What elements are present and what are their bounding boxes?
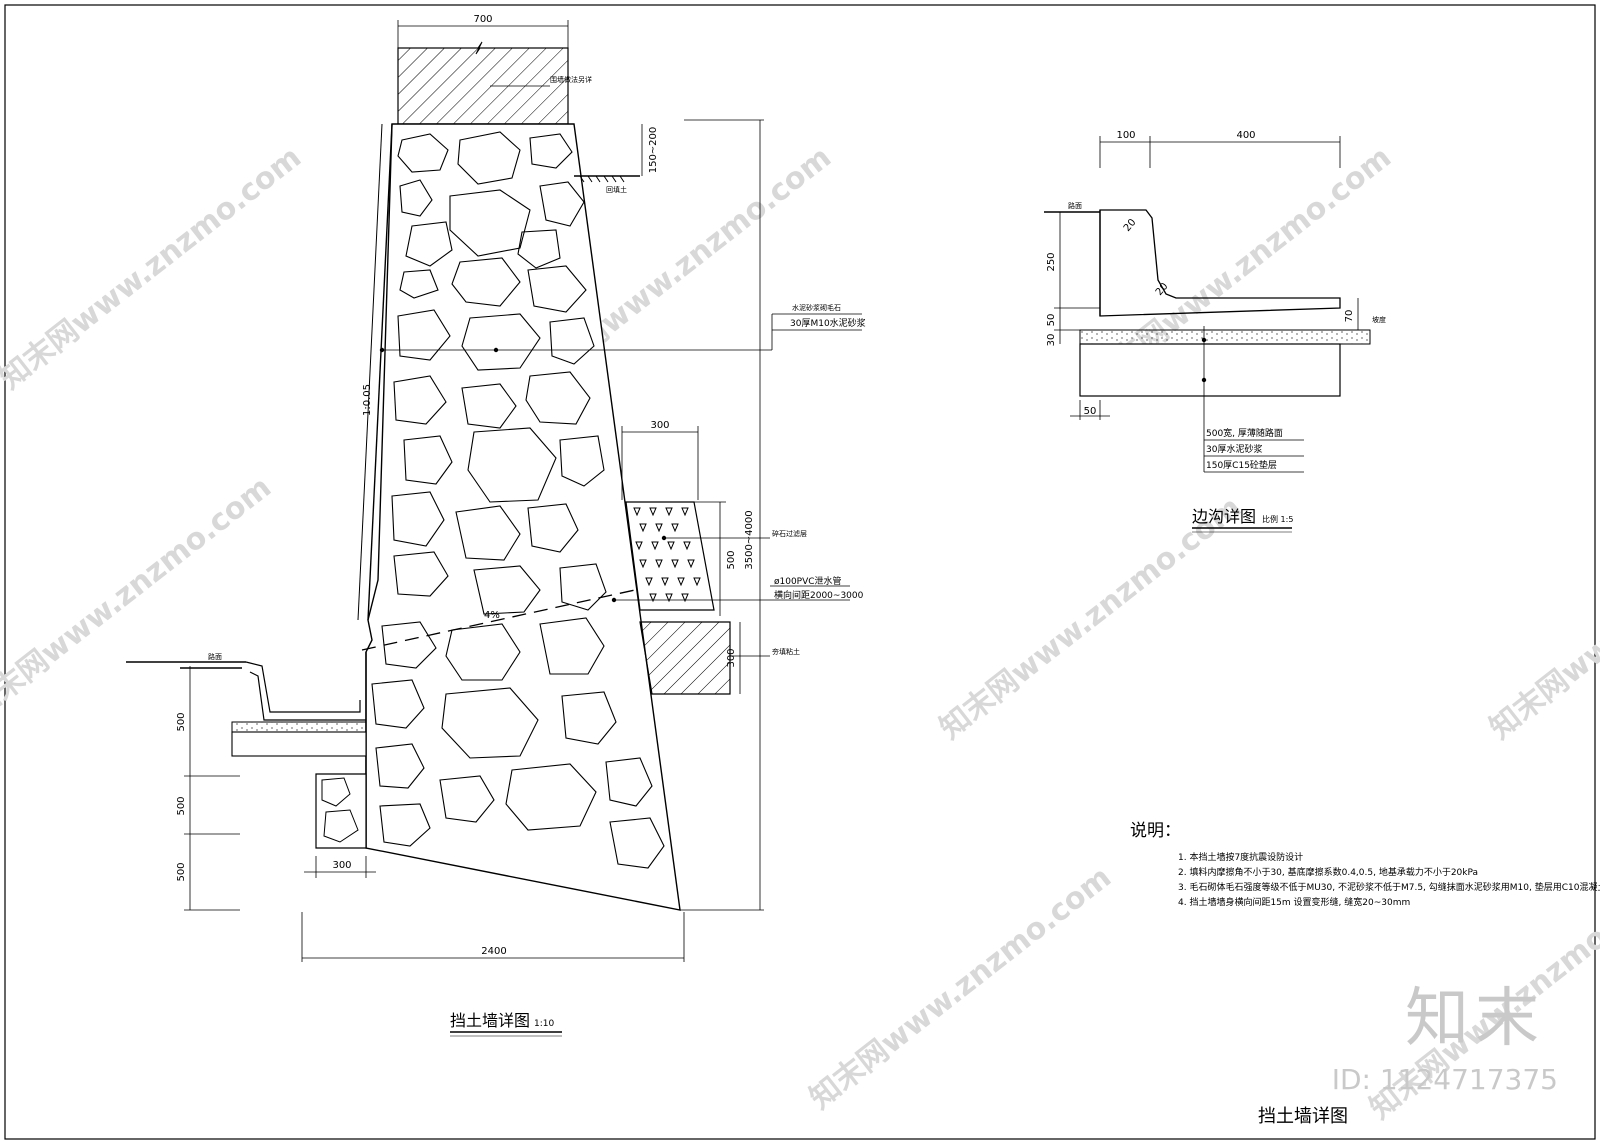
ground-label: 路面 (208, 652, 222, 661)
front-slope-label: 1:0.05 (362, 384, 373, 416)
notes-block: 说明： 1. 本挡土墙按7度抗震设防设计 2. 填料内摩擦角不小于30, 基底摩… (1130, 821, 1600, 908)
dim-left-c: 500 (176, 862, 187, 881)
dim-clay-height: 300 (726, 648, 737, 667)
watermarks: 知末网www.znzmo.com 知末网www.znzmo.com 知末网www… (0, 140, 1600, 1127)
ditch-dim-top-b: 400 (1236, 130, 1255, 141)
note-item: 1. 本挡土墙按7度抗震设防设计 (1178, 851, 1303, 863)
dim-toe-width: 300 (332, 860, 351, 871)
backfill-label: 回填土 (606, 185, 627, 194)
drawing-frame (4, 4, 1596, 1140)
dim-filter-width: 300 (650, 420, 669, 431)
masonry-note: 水泥砂浆砌毛石 (792, 303, 841, 312)
ditch-road-label: 路面 (1068, 201, 1082, 210)
footer-title: 挡土墙详图 (1258, 1106, 1348, 1127)
pipe-label-b: 横向间距2000~3000 (774, 589, 864, 601)
masonry-mortar: 30厚M10水泥砂浆 (790, 317, 866, 329)
clay-block (639, 621, 731, 695)
ditch-scale: 比例 1:5 (1262, 514, 1293, 524)
wall-scale: 1:10 (534, 1019, 554, 1029)
drain-slope: 4% (484, 610, 500, 621)
side-ditch-section: 100 400 路面 20 20 250 50 30 70 坡度 50 (1044, 130, 1386, 533)
dim-filter-height: 500 (726, 550, 737, 569)
notes-heading: 说明： (1130, 821, 1181, 841)
filter-label: 碎石过滤层 (772, 529, 807, 538)
ditch-layer-3: 150厚C15砼垫层 (1206, 459, 1277, 471)
watermark-text: 知末网www.znzmo.com (0, 140, 308, 397)
brand-logo: 知末 (1405, 982, 1545, 1056)
ditch-slope-label: 坡度 (1372, 315, 1386, 324)
dim-cover: 150~200 (648, 127, 659, 174)
cap-note: 围墙做法另详 (550, 75, 592, 84)
wall-title: 挡土墙详图 (450, 1011, 530, 1030)
watermark-text: 知末网www.znzmo.com (1483, 490, 1600, 747)
pipe-label-a: ø100PVC泄水管 (774, 575, 842, 587)
ditch-bedding (231, 721, 367, 733)
ditch-dim-50: 50 (1046, 314, 1057, 327)
ditch-dim-top-a: 100 (1116, 130, 1135, 141)
dim-left-a: 500 (176, 712, 187, 731)
watermark-text: 知末网www.znzmo.com (0, 470, 278, 727)
brand-id: ID: 1124717375 (1331, 1063, 1558, 1096)
note-item: 4. 挡土墙墙身横向间距15m 设置变形缝, 缝宽20~30mm (1178, 896, 1410, 908)
ditch-dim-250: 250 (1046, 252, 1057, 271)
rubble-stones (371, 131, 665, 869)
dim-height: 3500~4000 (744, 510, 755, 569)
retaining-wall-section: 围墙做法另详 700 (126, 14, 866, 1037)
dim-base-width: 2400 (481, 946, 506, 957)
watermark-text: 知末网www.znzmo.com (803, 860, 1118, 1117)
ditch-dim-bottom: 50 (1084, 406, 1097, 417)
ditch-layer-1: 500宽, 厚薄随路面 (1206, 427, 1283, 439)
ditch-dim-70: 70 (1344, 310, 1355, 323)
dim-left-b: 500 (176, 796, 187, 815)
note-item: 3. 毛石砌体毛石强度等级不低于MU30, 不泥砂浆不低于M7.5, 勾缝抹面水… (1178, 881, 1600, 893)
clay-label: 夯填粘土 (772, 647, 800, 656)
dim-top-width: 700 (473, 14, 492, 25)
ditch-profile (1099, 209, 1341, 317)
ditch-dim-30: 30 (1046, 334, 1057, 347)
note-item: 2. 填料内摩擦角不小于30, 基底摩擦系数0.4,0.5, 地基承载力不小于2… (1178, 866, 1478, 878)
ditch-radius-1: 20 (1122, 217, 1139, 234)
ditch-title: 边沟详图 (1192, 507, 1256, 526)
ditch-layer-2: 30厚水泥砂浆 (1206, 443, 1262, 455)
